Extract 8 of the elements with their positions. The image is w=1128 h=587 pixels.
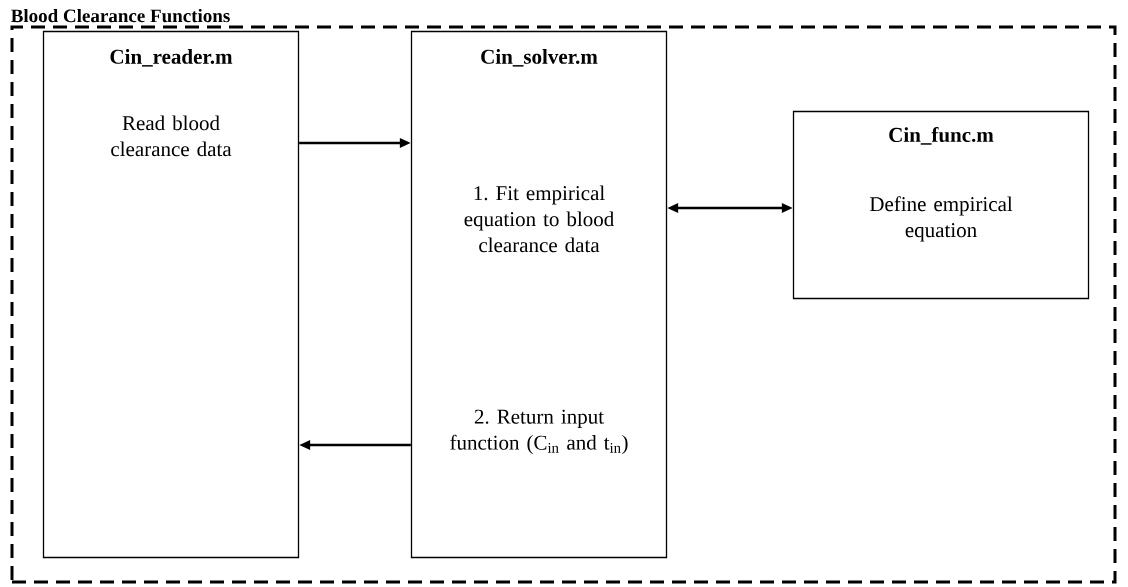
module-title: Cin_solver.m — [481, 49, 598, 67]
module-description: 2. Return input function (C$_{in}$ and t$_{in}$) — [450, 409, 628, 455]
module-title: Cin_reader.m — [110, 49, 233, 67]
module-description: Read blood clearance data — [111, 115, 232, 157]
module-description: 1. Fit empirical equation to blood clearance data — [464, 185, 614, 253]
module-description: Define empirical equation — [869, 196, 1013, 242]
module-title: Cin_func.m — [889, 127, 994, 145]
group-title: Blood Clearance Functions — [11, 8, 230, 23]
